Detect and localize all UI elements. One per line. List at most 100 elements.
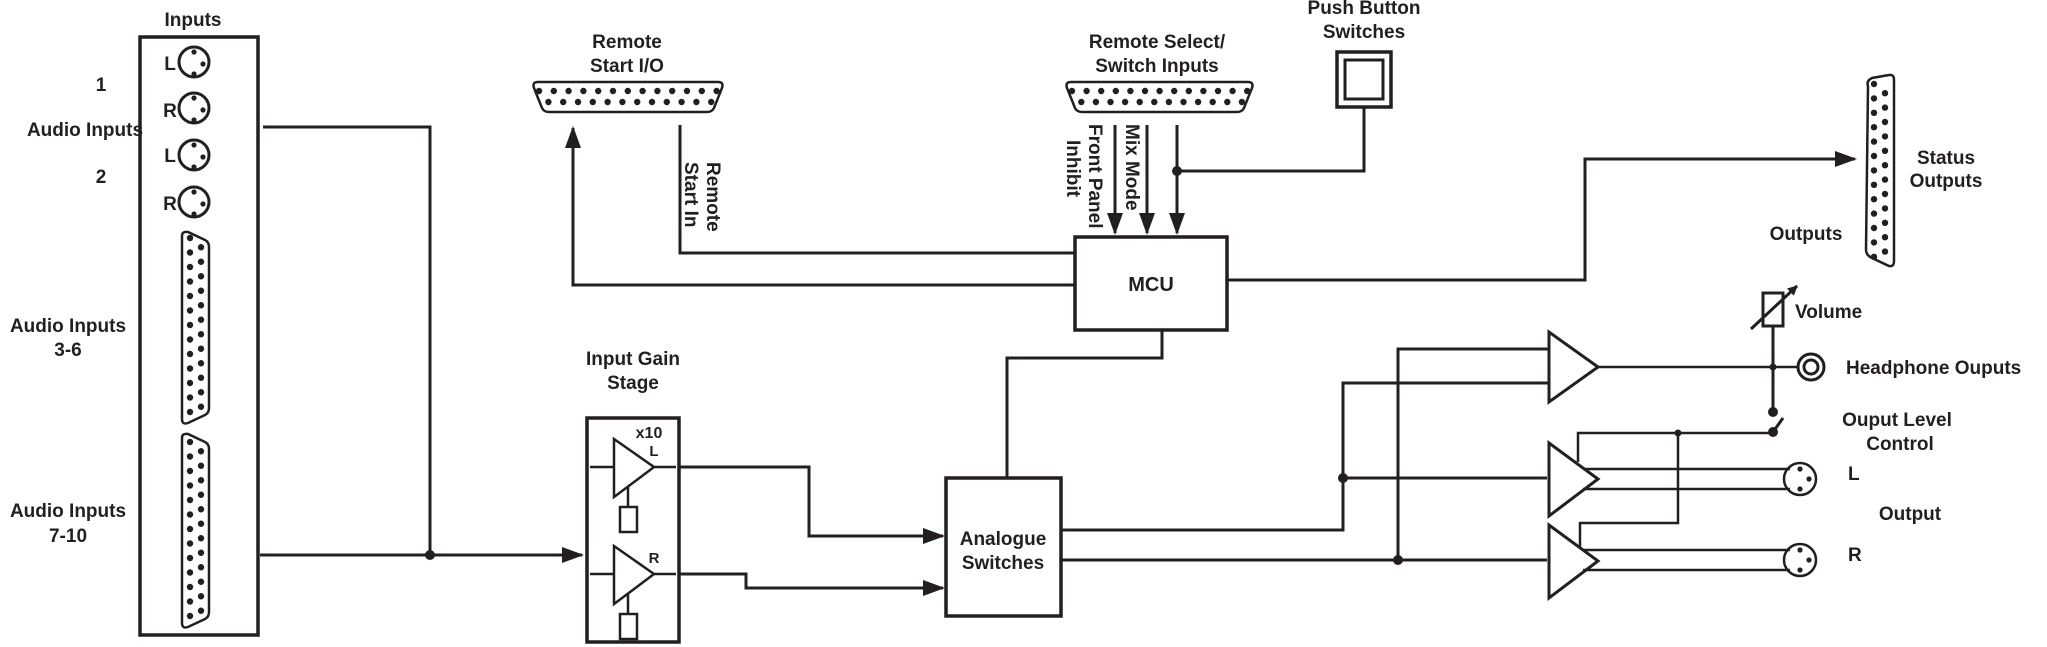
audio-input-2-number: 2 [96, 167, 107, 188]
mix-mode-label: Mix Mode [1121, 124, 1142, 211]
db25-connector-icon [180, 230, 211, 425]
connector-pin [634, 98, 641, 106]
connector-pin [1870, 109, 1878, 117]
connector-pin [619, 98, 626, 106]
connector-pin [624, 87, 631, 95]
input-gain-title-line1: Input Gain [586, 349, 680, 370]
connector-pin [197, 345, 205, 352]
front-panel-label-line1: Front Panel [1084, 124, 1105, 229]
connector-pin [1194, 98, 1202, 106]
connector-pin [535, 87, 543, 95]
remote-start-title-line2: Start I/O [590, 56, 664, 77]
wire-mcu-to-switches [1005, 330, 1164, 478]
connector-pin [1156, 87, 1163, 95]
xlr-channel-label: L [164, 54, 176, 75]
connector-pin [197, 389, 205, 396]
audio-inputs-label: Audio Inputs [27, 120, 143, 141]
remote-start-in-label-line2: Start In [680, 162, 701, 227]
connector-pin [197, 462, 205, 469]
connector-pin [186, 336, 194, 343]
connector-pin [1078, 98, 1085, 106]
junction-dot [425, 550, 435, 560]
junction-dot [1338, 473, 1348, 483]
wire-mcu-status [1227, 151, 1857, 282]
connector-pin [1870, 152, 1878, 160]
connector-pin [708, 98, 715, 106]
audio-inputs-7-10-label-line1: Audio Inputs [10, 501, 126, 522]
db25-connector-icon [532, 80, 724, 114]
wire-audio-inputs-1-2 [263, 125, 432, 555]
connector-pin [545, 98, 552, 106]
xlr-channel-label: R [163, 194, 177, 215]
junction-dot [1172, 166, 1182, 176]
connector-pin [550, 87, 557, 95]
xlr-input-2-left: L [164, 138, 211, 172]
connector-pin [1224, 98, 1231, 106]
headphone-amplifier-icon [1547, 329, 1601, 405]
connector-pin [197, 273, 205, 280]
gain-amplifier-left: L [590, 436, 676, 534]
connector-pin [1881, 234, 1889, 241]
connector-pin [186, 554, 194, 562]
connector-pin [197, 477, 205, 484]
connector-pin [604, 98, 611, 106]
db25-remote-start [532, 80, 724, 114]
outputs-label: Outputs [1770, 224, 1843, 245]
xlr-connector-icon [177, 185, 211, 219]
wire-right-to-headphone-amp [1396, 347, 1549, 560]
connector-pin [1881, 118, 1889, 126]
audio-input-1-number: 1 [96, 75, 107, 96]
junction-dot [1393, 555, 1403, 565]
wire-switches-left-out [1061, 381, 1549, 532]
xlr-output-right [1782, 542, 1818, 578]
wire-remote-start-in [678, 125, 1075, 255]
connector-pin [186, 598, 194, 605]
connector-pin [1180, 98, 1187, 106]
connector-pin [580, 87, 587, 95]
wire-level-control-right [1578, 433, 1680, 547]
connector-pin [197, 578, 205, 585]
db25-remote-select [1065, 80, 1254, 114]
inputs-title: Inputs [165, 10, 222, 31]
connector-pin [186, 365, 194, 372]
audio-inputs-3-6-label-line2: 3-6 [54, 340, 81, 361]
connector-pin [186, 583, 194, 591]
connector-pin [186, 263, 194, 271]
connector-pin [1112, 87, 1120, 95]
connector-pin [1151, 98, 1158, 106]
output-right-label: R [1848, 545, 1862, 566]
connector-pin [1881, 205, 1889, 212]
connector-pin [186, 234, 194, 242]
wire-push-button [1177, 107, 1366, 173]
remote-start-in-label-line1: Remote [702, 162, 723, 232]
connector-pin [1881, 190, 1889, 198]
connector-pin [186, 321, 194, 329]
connector-pin [1870, 80, 1878, 88]
xlr-channel-label: L [164, 146, 176, 167]
analogue-switches-block [944, 476, 1063, 618]
push-button-title-line2: Switches [1323, 22, 1405, 43]
db25-connector-icon [180, 432, 211, 629]
connector-pin [186, 394, 194, 401]
connector-pin [186, 379, 194, 387]
front-panel-label-line2: Inhibit [1062, 140, 1083, 198]
mcu-label: MCU [1128, 274, 1174, 296]
output-label: Output [1879, 504, 1942, 525]
connector-pin [1870, 239, 1878, 246]
connector-pin [197, 448, 205, 455]
wire-gain-left-to-switches [680, 465, 945, 544]
connector-pin [663, 98, 670, 106]
status-outputs-label-line2: Outputs [1910, 171, 1983, 192]
connector-pin [1881, 90, 1889, 97]
connector-pin [1870, 95, 1878, 102]
connector-pin [693, 98, 700, 106]
connector-pin [197, 316, 205, 323]
connector-pin [186, 350, 194, 358]
connector-pin [186, 511, 194, 518]
xlr-connector-icon [1782, 542, 1818, 578]
xlr-connector-icon [177, 138, 211, 172]
status-outputs-label-line1: Status [1917, 148, 1975, 169]
remote-select-title-line1: Remote Select/ [1089, 32, 1226, 53]
connector-pin [1229, 87, 1236, 95]
input-gain-stage-block [585, 416, 681, 644]
